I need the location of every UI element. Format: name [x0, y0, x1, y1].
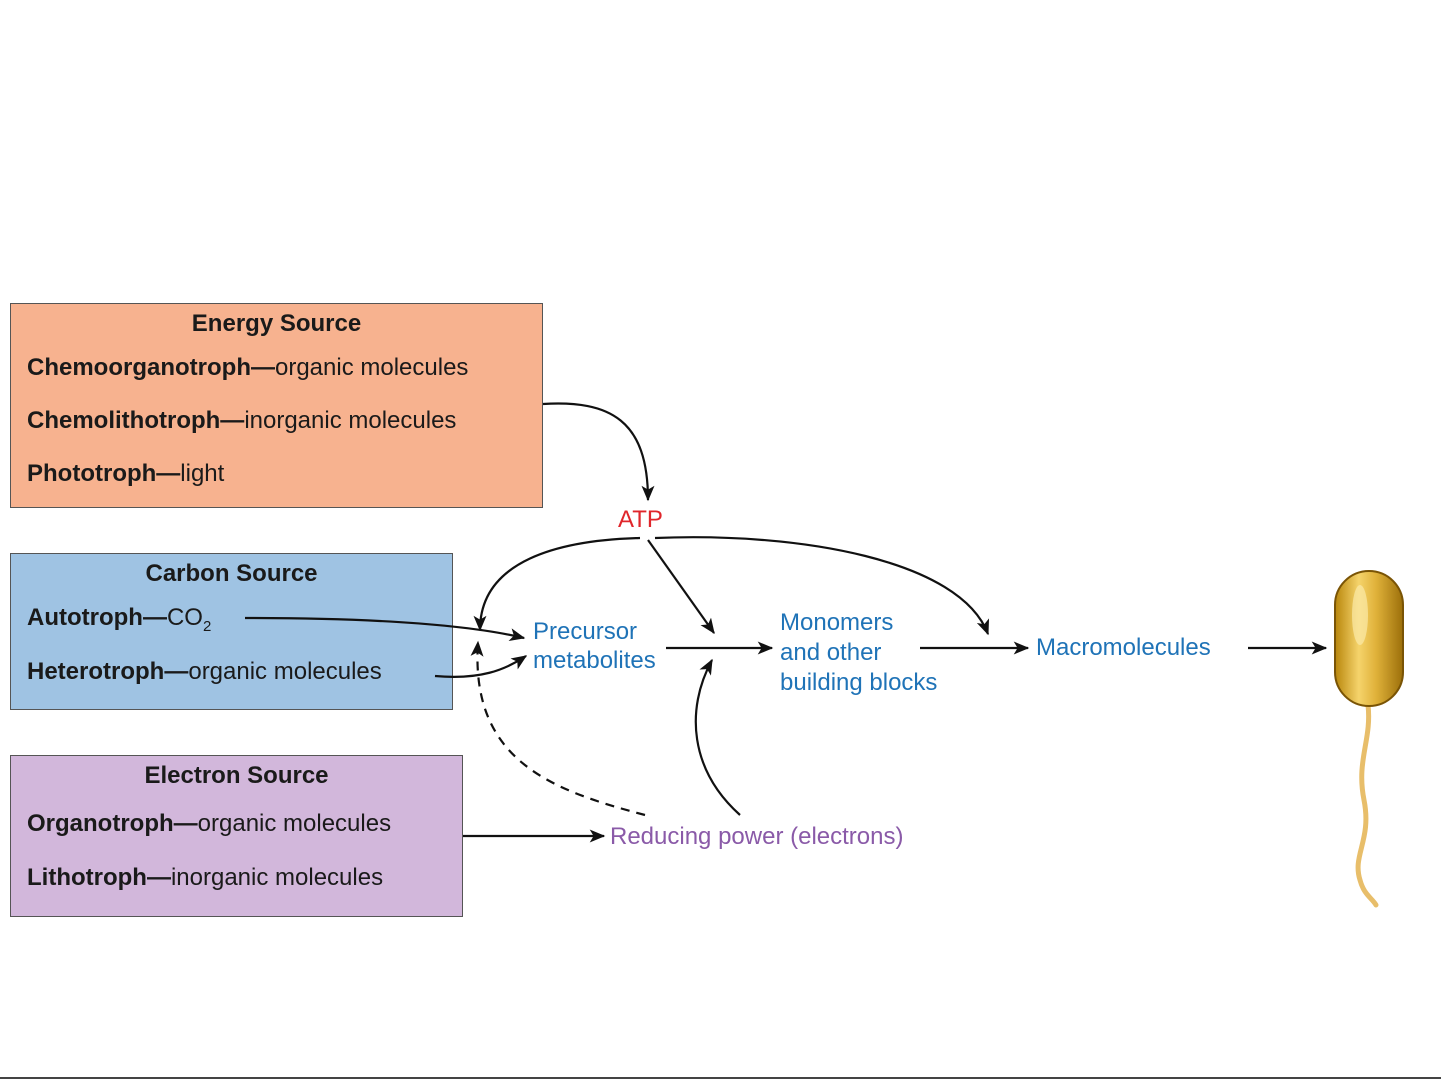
energy-item-phototroph: Phototroph—light	[27, 460, 225, 487]
macromolecules-label: Macromolecules	[1036, 634, 1211, 661]
carbon-item-autotroph: Autotroph—CO2	[27, 604, 212, 635]
electron-item-lithotroph: Lithotroph—inorganic molecules	[27, 864, 384, 891]
electron-source-box: Electron Source Organotroph—organic mole…	[10, 755, 463, 917]
energy-item-chemolithotroph: Chemolithotroph—inorganic molecules	[27, 407, 457, 434]
arrow-energy-to-atp	[542, 402, 655, 502]
energy-source-box: Energy Source Chemoorganotroph—organic m…	[10, 303, 543, 508]
electron-item-organotroph: Organotroph—organic molecules	[27, 810, 392, 837]
carbon-source-box: Carbon Source Autotroph—CO2 Heterotroph—…	[10, 553, 453, 710]
bacterium-icon	[1334, 570, 1404, 908]
bottom-divider	[0, 1077, 1441, 1079]
precursor-label-line2: metabolites	[533, 647, 656, 674]
monomers-label-line2: and other	[780, 639, 882, 666]
reducing-power-label: Reducing power (electrons)	[610, 823, 904, 850]
arrow-heterotroph-to-precursor	[434, 655, 528, 678]
arrow-atp-to-precursor	[473, 536, 641, 632]
arrow-atp-to-macromolecules	[654, 536, 990, 636]
arrow-atp-to-monomers	[647, 539, 715, 635]
arrow-co2-to-precursor	[244, 616, 526, 641]
monomers-label-line3: building blocks	[780, 669, 938, 696]
arrow-reducing-to-precursor	[470, 640, 646, 817]
atp-label: ATP	[618, 506, 663, 533]
monomers-label-line1: Monomers	[780, 609, 894, 636]
electron-source-title: Electron Source	[144, 762, 329, 789]
precursor-label-line1: Precursor	[533, 618, 638, 645]
arrow-reducing-to-monomers	[694, 658, 741, 816]
carbon-source-title: Carbon Source	[145, 560, 318, 587]
energy-item-chemoorganotroph: Chemoorganotroph—organic molecules	[27, 354, 469, 381]
energy-source-title: Energy Source	[191, 310, 362, 337]
carbon-item-heterotroph: Heterotroph—organic molecules	[27, 658, 382, 685]
